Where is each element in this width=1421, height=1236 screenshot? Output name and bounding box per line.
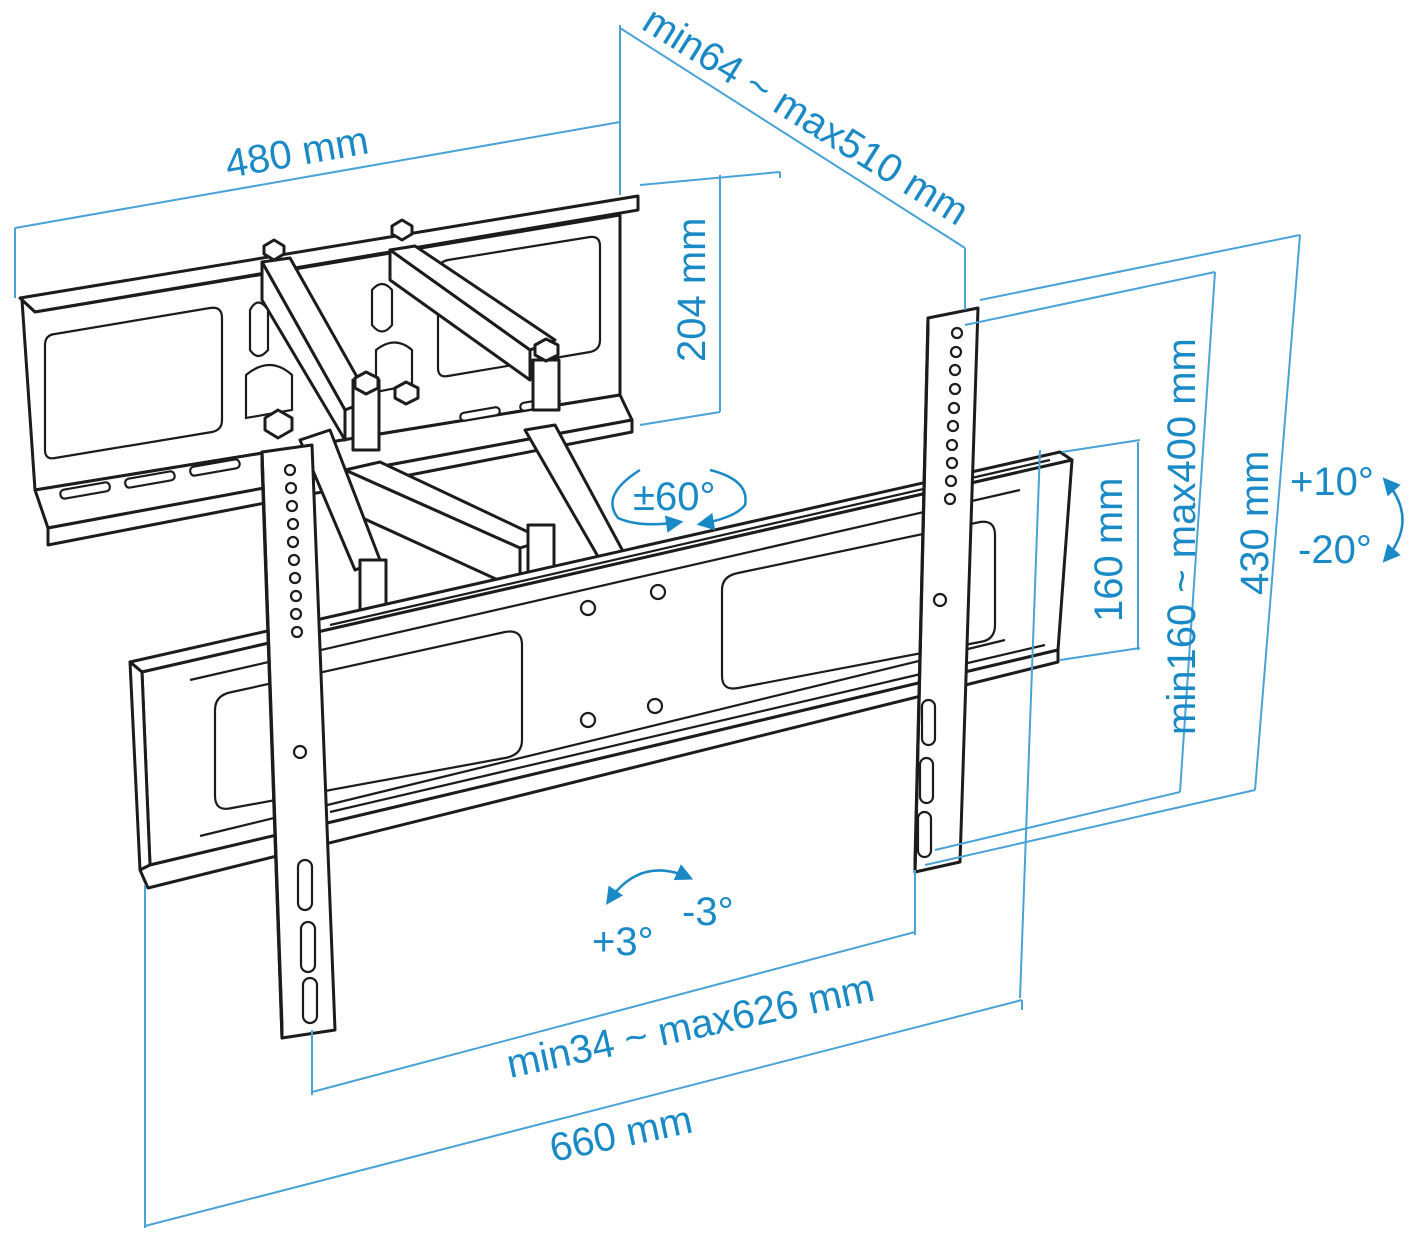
vesa-vertical-label: min160 ~ max400 mm: [1160, 338, 1204, 735]
left-vertical-bracket: [260, 443, 337, 1040]
tilt-arrow: [1382, 477, 1404, 563]
tilt-up-label: +10°: [1290, 460, 1374, 504]
bracket-height-label: 430 mm: [1233, 451, 1277, 596]
tilt-down-label: -20°: [1298, 528, 1372, 572]
swivel-label: ±60°: [633, 475, 715, 519]
rotation-arrow: [606, 864, 694, 905]
dimension-lines: [14, 25, 1301, 1228]
wall-plate-height-label: 204 mm: [670, 218, 714, 363]
swing-arms: [244, 218, 627, 617]
rotate-cw-label: +3°: [592, 920, 654, 964]
right-vertical-bracket: [913, 306, 980, 874]
swivel-arrows: [611, 468, 747, 533]
center-distance-label: 160 mm: [1087, 478, 1131, 623]
arm-extension-label: min64 ~ max510 mm: [635, 0, 976, 234]
wall-plate-width-label: 480 mm: [222, 118, 372, 186]
tv-bracket-width-label: 660 mm: [546, 1098, 696, 1171]
rotate-ccw-label: -3°: [682, 890, 734, 934]
